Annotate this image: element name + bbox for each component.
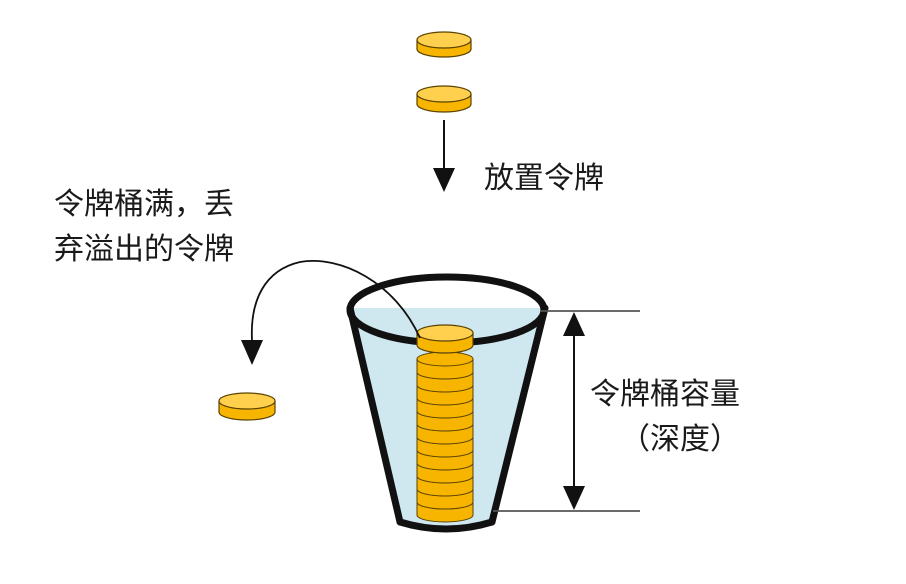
capacity-label-line1: 令牌桶容量 (590, 374, 740, 416)
place-token-label: 放置令牌 (484, 158, 604, 200)
bucket-icon (350, 277, 545, 529)
top-token (417, 325, 473, 353)
capacity-label-line2: （深度） (620, 419, 740, 461)
overflow-label-line2: 弃溢出的令牌 (54, 229, 234, 271)
falling-token-1 (417, 32, 471, 57)
falling-token-2 (417, 86, 471, 112)
overflow-label-line1: 令牌桶满，丢 (54, 184, 234, 226)
discarded-token (219, 393, 275, 420)
token-stack (417, 352, 473, 522)
place-token-arrow (433, 120, 455, 192)
stacked-token (417, 352, 473, 379)
